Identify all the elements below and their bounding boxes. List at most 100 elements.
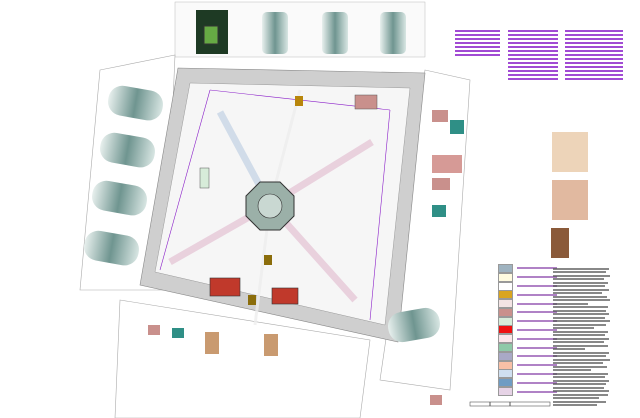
sketch-image — [552, 132, 588, 172]
legend-label — [517, 346, 557, 349]
text-line — [553, 365, 607, 368]
outer-exhibits — [148, 110, 464, 405]
legend-item — [498, 387, 557, 397]
text-line — [553, 383, 607, 385]
text-line — [553, 281, 609, 284]
text-line — [553, 341, 605, 343]
legend-item — [498, 325, 557, 335]
legend-label — [517, 293, 557, 296]
legend-item — [498, 343, 557, 353]
legend-item — [498, 316, 557, 326]
text-line — [553, 348, 585, 350]
legend-swatch — [498, 299, 513, 309]
legend-item — [498, 360, 557, 370]
text-line — [553, 344, 608, 347]
storage-tanks — [84, 85, 440, 343]
text-line — [553, 337, 610, 340]
text-line — [553, 386, 605, 389]
legend-item — [498, 369, 557, 379]
legend-swatch — [498, 343, 513, 353]
text-line — [553, 271, 607, 273]
pavilion-sketch — [205, 332, 219, 354]
marker — [295, 96, 303, 106]
legend-item — [498, 281, 557, 291]
legend-label — [517, 337, 557, 340]
text-line — [553, 372, 609, 375]
legend-label — [517, 302, 557, 305]
legend-label — [517, 276, 557, 279]
legend-label — [517, 320, 557, 323]
elevation-tank — [262, 12, 288, 54]
legend-swatch — [498, 263, 513, 273]
annotation-block — [508, 28, 558, 82]
marker — [248, 295, 256, 305]
legend-swatch — [498, 307, 513, 317]
legend-label — [517, 355, 557, 358]
text-line — [553, 323, 607, 326]
text-line — [553, 288, 610, 291]
legend-swatch — [498, 325, 513, 335]
text-line — [553, 302, 588, 305]
pavilion-sketch — [264, 334, 278, 356]
legend-label — [517, 267, 557, 270]
legend-swatch — [498, 316, 513, 326]
text-line — [553, 369, 591, 371]
text-line — [553, 285, 606, 287]
exhibit-red — [209, 277, 241, 297]
fountain-basin — [257, 193, 283, 219]
scale-bar — [469, 401, 551, 407]
marker — [264, 255, 272, 265]
legend-item — [498, 307, 557, 317]
annotation-block — [565, 28, 623, 82]
legend-label — [517, 311, 557, 314]
text-line — [553, 390, 609, 392]
text-line — [553, 267, 609, 270]
legend — [498, 263, 557, 397]
legend-swatch — [498, 369, 513, 379]
text-line — [553, 404, 597, 406]
legend-item — [498, 378, 557, 388]
text-line — [553, 393, 608, 396]
text-line — [553, 362, 604, 364]
text-line — [553, 320, 610, 322]
text-line — [553, 278, 605, 280]
text-line — [553, 330, 609, 333]
text-line — [553, 306, 608, 308]
legend-swatch — [498, 290, 513, 300]
legend-swatch — [498, 334, 513, 344]
legend-label — [517, 284, 557, 287]
legend-label — [517, 381, 557, 384]
legend-label — [517, 328, 557, 331]
exhibit — [354, 94, 378, 110]
portrait-image — [551, 228, 569, 258]
text-line — [553, 316, 605, 319]
legend-swatch — [498, 378, 513, 388]
legend-item — [498, 299, 557, 309]
text-line — [553, 274, 610, 277]
legend-item — [498, 290, 557, 300]
legend-swatch — [498, 351, 513, 361]
legend-label — [517, 364, 557, 367]
text-line — [553, 355, 606, 357]
text-line — [553, 313, 609, 315]
sketch-image — [552, 180, 588, 220]
legend-swatch — [498, 272, 513, 282]
legend-item — [498, 334, 557, 344]
legend-label — [517, 390, 557, 393]
elevation-tank — [380, 12, 406, 54]
text-line — [553, 376, 606, 378]
text-line — [553, 292, 603, 294]
legend-swatch — [498, 281, 513, 291]
legend-label — [517, 372, 557, 375]
legend-swatch — [498, 387, 513, 397]
description-text — [553, 266, 611, 408]
exhibit-red — [271, 287, 299, 305]
text-line — [553, 400, 606, 403]
text-line — [553, 397, 600, 399]
legend-item — [498, 272, 557, 282]
exhibit — [199, 167, 210, 189]
legend-item — [498, 263, 557, 273]
legend-swatch — [498, 360, 513, 370]
